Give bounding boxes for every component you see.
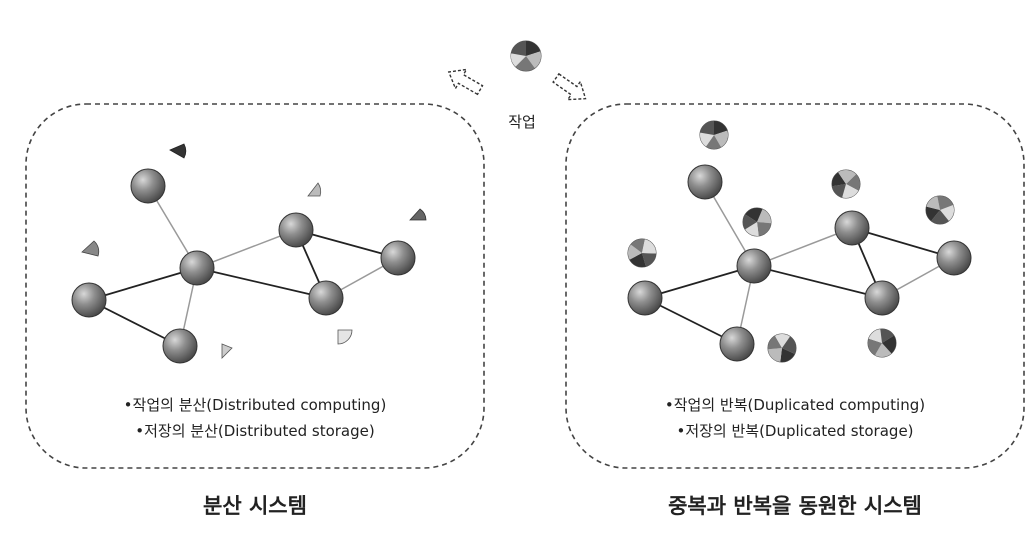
pie-slice bbox=[931, 210, 949, 224]
right-panel-border bbox=[565, 103, 1025, 469]
left-network bbox=[71, 143, 427, 364]
pie-slice bbox=[714, 121, 728, 135]
dashed-arrow-left-icon bbox=[447, 68, 484, 96]
server-node-icon bbox=[627, 280, 663, 316]
pie-slice bbox=[842, 184, 859, 199]
server-node-icon bbox=[834, 210, 870, 246]
job-pie-icon bbox=[742, 207, 772, 237]
pie-slice bbox=[880, 328, 894, 343]
pie-slice bbox=[745, 222, 759, 237]
server-node-icon bbox=[380, 240, 416, 276]
pie-slice bbox=[757, 209, 771, 224]
job-fragment-icon bbox=[221, 343, 233, 359]
pie-slice bbox=[846, 174, 861, 191]
left-bullet-2: •저장의 분산(Distributed storage) bbox=[135, 422, 374, 440]
pie-slice bbox=[714, 130, 728, 148]
pie-slice bbox=[705, 135, 721, 149]
server-node-icon bbox=[864, 280, 900, 316]
job-pie-icon bbox=[767, 333, 797, 363]
pie-slice bbox=[775, 334, 791, 348]
pie-slice bbox=[926, 196, 940, 210]
pie-slice bbox=[937, 195, 954, 210]
server-node-icon bbox=[130, 168, 166, 204]
job-pie-icon bbox=[831, 169, 861, 199]
pie-slice bbox=[780, 348, 795, 363]
server-node-icon bbox=[162, 328, 198, 364]
job-pie-icon bbox=[699, 120, 729, 150]
right-bullet-2: •저장의 반복(Duplicated storage) bbox=[676, 422, 913, 440]
job-fragment-icon bbox=[81, 240, 100, 257]
pie-slice bbox=[768, 335, 782, 350]
pie-slice bbox=[838, 170, 857, 184]
server-node-icon bbox=[179, 250, 215, 286]
right-caption: 중복과 반복을 동원한 시스템 bbox=[668, 494, 922, 518]
job-pie-icon bbox=[627, 238, 657, 268]
pie-slice bbox=[630, 239, 645, 253]
right-network bbox=[627, 164, 972, 362]
pie-slice bbox=[700, 121, 714, 135]
server-node-icon bbox=[687, 164, 723, 200]
left-caption: 분산 시스템 bbox=[203, 494, 307, 518]
pie-slice bbox=[925, 206, 940, 221]
server-node-icon bbox=[308, 280, 344, 316]
right-bullet-1: •작업의 반복(Duplicated computing) bbox=[665, 396, 925, 414]
pie-slice bbox=[642, 253, 656, 267]
dashed-arrow-right-icon bbox=[552, 72, 587, 101]
job-fragment-icon bbox=[409, 208, 427, 221]
pie-slice bbox=[868, 338, 882, 356]
server-node-icon bbox=[936, 240, 972, 276]
server-node-icon bbox=[71, 282, 107, 318]
job-fragment-icon bbox=[337, 329, 353, 345]
pie-slice bbox=[629, 253, 646, 268]
job-fragment-icon bbox=[307, 182, 322, 197]
job-pie-icon bbox=[510, 40, 542, 72]
left-bullet-1: •작업의 분산(Distributed computing) bbox=[124, 396, 387, 414]
left-panel-border bbox=[25, 103, 485, 469]
pie-slice bbox=[642, 239, 656, 254]
task-label: 작업 bbox=[508, 113, 536, 131]
pie-slice bbox=[757, 222, 771, 236]
server-node-icon bbox=[736, 248, 772, 284]
pie-slice bbox=[875, 343, 892, 358]
server-node-icon bbox=[719, 326, 755, 362]
server-node-icon bbox=[278, 212, 314, 248]
job-pie-icon bbox=[925, 195, 955, 225]
pie-slice bbox=[768, 348, 782, 362]
pie-slice bbox=[832, 184, 846, 198]
pie-slice bbox=[745, 208, 763, 222]
pie-slice bbox=[700, 132, 714, 147]
pie-slice bbox=[832, 172, 846, 187]
pie-slice bbox=[782, 336, 797, 354]
job-pie-icon bbox=[867, 328, 897, 358]
job-fragment-icon bbox=[169, 143, 187, 159]
pie-slice bbox=[868, 329, 882, 343]
pie-slice bbox=[628, 244, 642, 260]
pie-slice bbox=[882, 335, 896, 354]
pie-slice bbox=[743, 214, 757, 230]
pie-slice bbox=[940, 204, 954, 221]
